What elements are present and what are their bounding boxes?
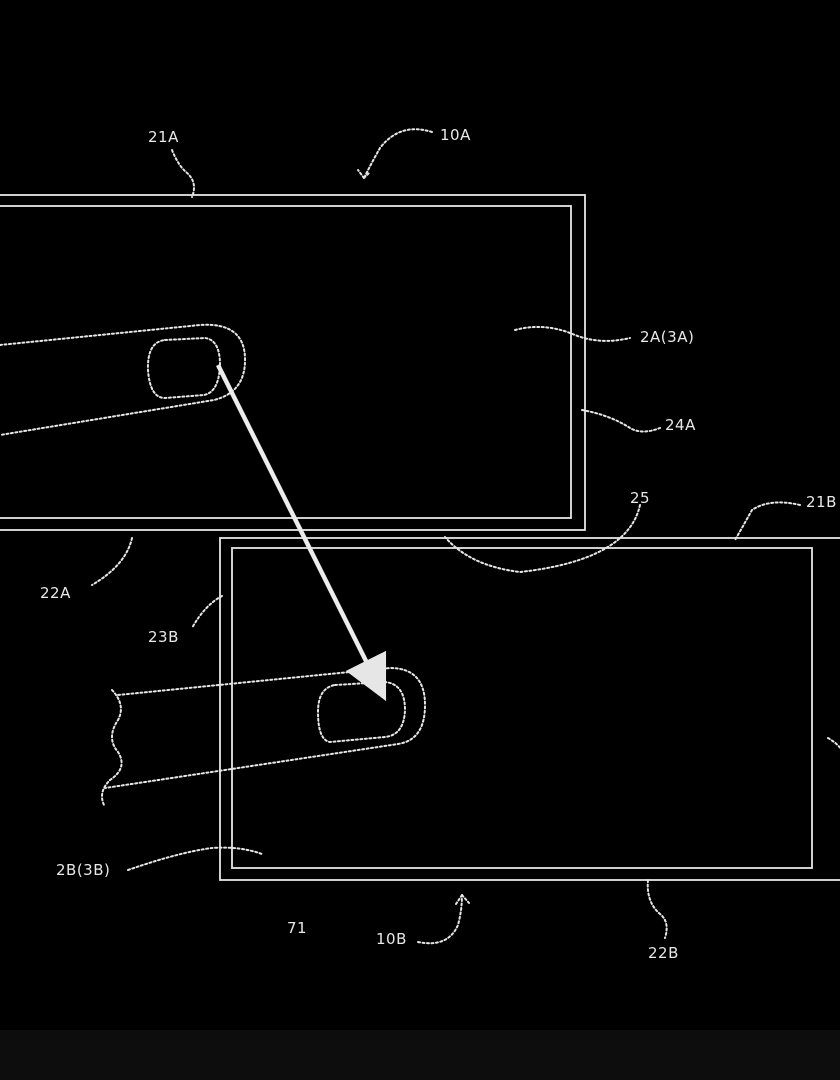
label-22a: 22A [40,584,71,602]
label-21a: 21A [148,128,179,146]
label-2a-3a: 2A(3A) [640,328,694,346]
label-10b: 10B [376,930,407,948]
label-2b-3b: 2B(3B) [56,861,110,879]
finger-b [102,668,425,805]
device-b-outer-frame [220,538,840,880]
label-23b: 23B [148,628,179,646]
device-b [220,538,840,880]
label-22b: 22B [648,944,679,962]
label-21b: 21B [806,493,837,511]
leader-lines [92,129,840,943]
device-a-outer-frame [0,195,585,530]
label-71: 71 [287,919,307,937]
device-b-display-frame [232,548,812,868]
device-a [0,195,585,530]
device-a-display-frame [0,206,571,518]
label-24a: 24A [665,416,696,434]
label-10a: 10A [440,126,471,144]
drag-arrow [218,365,378,685]
label-25: 25 [630,489,650,507]
finger-a [0,325,245,435]
